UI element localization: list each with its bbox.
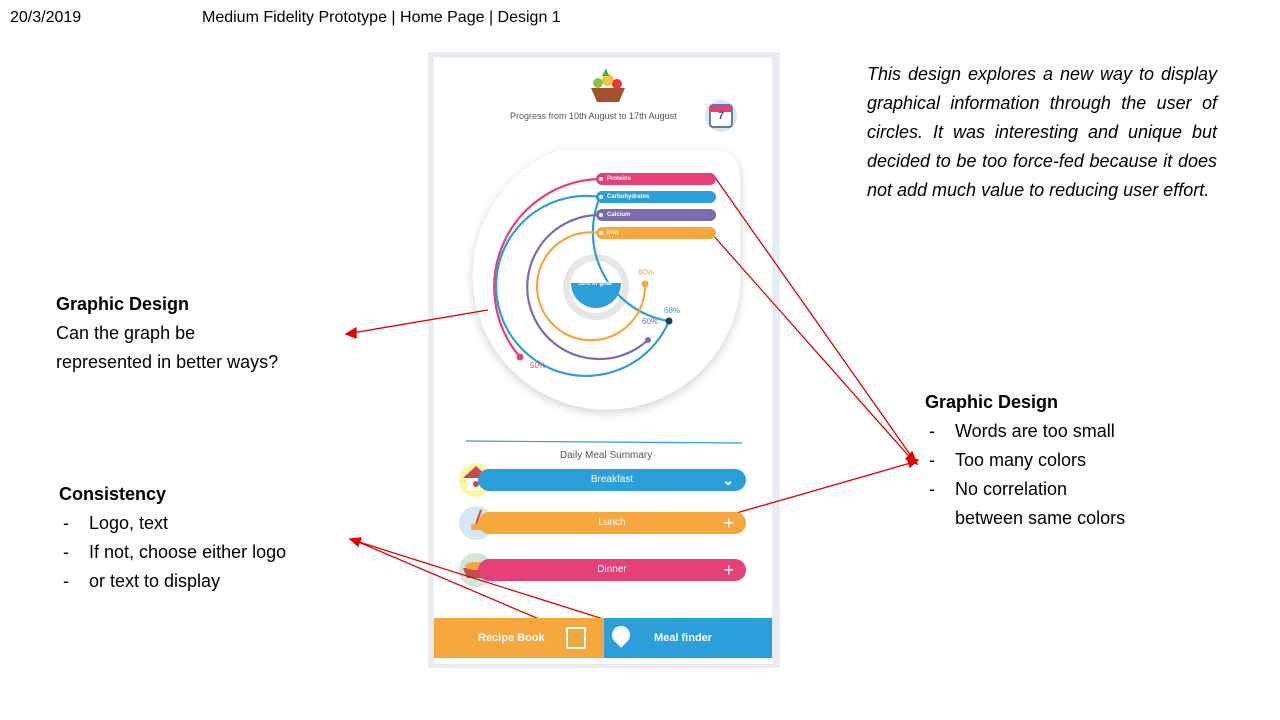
basket-logo-icon bbox=[591, 68, 625, 102]
ring-proteins bbox=[493, 177, 601, 358]
breakfast-button[interactable]: Breakfast ⌄ bbox=[478, 469, 746, 491]
ring-carbohydrates bbox=[591, 196, 670, 323]
add-dinner-icon[interactable]: + bbox=[723, 560, 734, 580]
legend-carbohydrates: Carbohydrates bbox=[596, 191, 716, 203]
ring-calcium bbox=[526, 213, 649, 361]
callout-graph-line1: Can the graph be bbox=[56, 323, 196, 343]
book-icon bbox=[566, 627, 586, 649]
callout-graph: Graphic Design Can the graph be represen… bbox=[56, 290, 278, 377]
legend-calcium: Calcium bbox=[596, 209, 716, 221]
callout-graph-line2: represented in better ways? bbox=[56, 352, 279, 372]
recipe-book-label: Recipe Book bbox=[478, 632, 545, 644]
colors-item: No correlation bbox=[925, 475, 1125, 504]
progress-date-range: Progress from 10th August to 17th August bbox=[510, 111, 677, 121]
callout-graph-title: Graphic Design bbox=[56, 294, 190, 314]
calcium-percent: 60% bbox=[642, 317, 659, 326]
design-note: This design explores a new way to displa… bbox=[867, 64, 1217, 200]
calendar-day: 7 bbox=[717, 110, 725, 122]
proteins-percent: 50% bbox=[530, 361, 547, 370]
callout-colors-title: Graphic Design bbox=[925, 392, 1059, 412]
callout-consistency-title: Consistency bbox=[59, 484, 167, 504]
consistency-item: or text to display bbox=[59, 567, 286, 596]
carbohydrates-percent: 68% bbox=[664, 306, 681, 315]
location-pin-icon bbox=[608, 622, 634, 648]
consistency-item-cont: or text to display bbox=[89, 571, 221, 591]
goal-label: 50% of goal bbox=[578, 281, 612, 287]
slide-title: Medium Fidelity Prototype | Home Page | … bbox=[202, 9, 561, 26]
legend-iron: Iron bbox=[596, 227, 716, 239]
calendar-icon[interactable] bbox=[705, 100, 737, 132]
breakfast-label: Breakfast bbox=[590, 474, 634, 485]
dinner-button[interactable]: Dinner + bbox=[478, 559, 746, 581]
slide-date: 20/3/2019 bbox=[10, 9, 82, 26]
lunch-button[interactable]: Lunch + bbox=[478, 512, 746, 534]
chevron-down-icon[interactable]: ⌄ bbox=[722, 472, 734, 488]
meal-finder-tab[interactable]: Meal finder bbox=[604, 618, 772, 658]
consistency-item: Logo, text bbox=[59, 509, 286, 538]
callout-colors: Graphic Design Words are too small Too m… bbox=[925, 388, 1125, 533]
iron-percent: 80% bbox=[638, 268, 655, 277]
colors-item: Too many colors bbox=[925, 446, 1125, 475]
add-lunch-icon[interactable]: + bbox=[723, 513, 734, 533]
recipe-book-tab[interactable]: Recipe Book bbox=[434, 618, 604, 658]
callout-consistency: Consistency Logo, text If not, choose ei… bbox=[59, 480, 286, 596]
dinner-label: Dinner bbox=[597, 564, 627, 575]
meal-finder-label: Meal finder bbox=[654, 632, 713, 644]
ring-iron bbox=[536, 231, 647, 342]
colors-item: Words are too small bbox=[925, 417, 1125, 446]
consistency-item: If not, choose either logo bbox=[59, 538, 286, 567]
legend-proteins: Proteins bbox=[596, 173, 716, 185]
lunch-label: Lunch bbox=[598, 517, 626, 528]
summary-divider bbox=[465, 440, 743, 444]
annotation-arrows bbox=[344, 175, 920, 624]
daily-meal-summary-title: Daily Meal Summary bbox=[560, 450, 653, 461]
colors-item-cont: between same colors bbox=[955, 508, 1126, 528]
